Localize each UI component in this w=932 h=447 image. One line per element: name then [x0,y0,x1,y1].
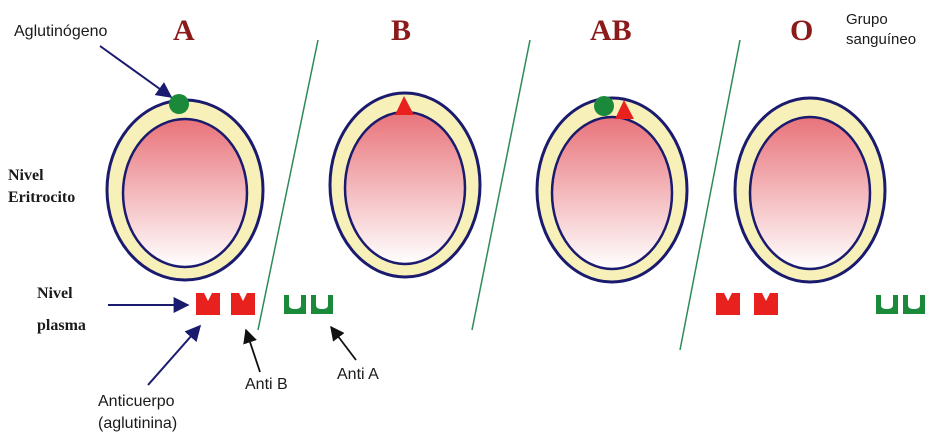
erythrocyte-a [107,94,263,280]
group-title-a: A [173,14,195,48]
label-plasma-level-line2: plasma [37,316,86,336]
divider-line-1 [258,40,318,330]
antibody-anti-a-3 [876,295,898,314]
label-antibody-line2: (aglutinina) [98,414,177,434]
label-plasma-level-line1: Nivel [37,284,73,304]
label-anti-b: Anti B [245,375,288,395]
label-erythrocyte-level-line2: Eritrocito [8,188,75,208]
antigen-a-circle [594,96,614,116]
group-title-o: O [790,14,813,48]
erythrocyte-ab [537,96,687,282]
antibody-anti-a-1 [284,295,306,314]
antibody-anti-b-3 [716,293,740,315]
antibody-anti-b-4 [754,293,778,315]
group-title-ab: AB [590,14,632,48]
arrow-antibody [148,326,200,385]
erythrocyte-b [330,93,480,277]
label-erythrocyte-level-line1: Nivel [8,166,44,186]
arrow-agglutinogen [100,46,171,97]
antigen-a-circle [169,94,189,114]
antibody-anti-a-2 [311,295,333,314]
antibody-anti-b-1 [196,293,220,315]
label-antibody-line1: Anticuerpo [98,392,175,412]
antibody-anti-b-2 [231,293,255,315]
erythrocyte-o [735,98,885,282]
label-anti-a: Anti A [337,365,379,385]
antibody-anti-a-4 [903,295,925,314]
header-group-line2: sanguíneo [846,30,916,50]
group-title-b: B [391,14,411,48]
arrow-anti-a [331,327,356,360]
header-group-line1: Grupo [846,10,888,30]
label-agglutinogen: Aglutinógeno [14,22,107,42]
arrow-anti-b [246,330,260,372]
